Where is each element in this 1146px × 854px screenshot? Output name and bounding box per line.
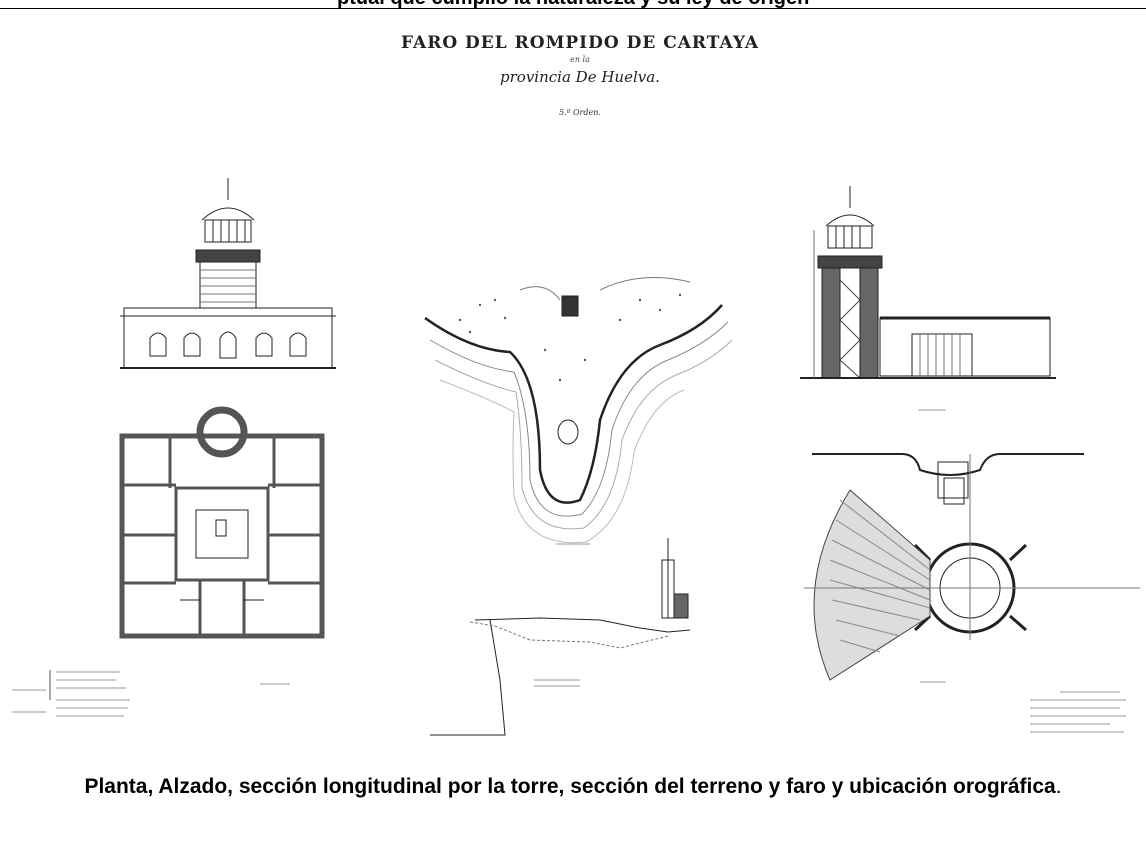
figure-caption: Planta, Alzado, sección longitudinal por… [40,771,1106,802]
plate-province: provincia De Huelva. [500,68,660,86]
cut-off-heading: ptual que cumplio la naturaleza y su ley… [337,0,809,10]
plate-title: FARO DEL ROMPIDO DE CARTAYA [400,33,760,53]
front-elevation-drawing [120,178,336,369]
plate-subtitle-en-la: en la [570,55,590,64]
top-rule: ptual que cumplio la naturaleza y su ley… [0,0,1146,9]
foundation-plan-drawing [804,453,1140,681]
longitudinal-section-drawing [800,186,1056,379]
caption-text: Planta, Alzado, sección longitudinal por… [84,775,1056,798]
legend-right [1030,691,1126,733]
terrain-section-drawing [430,538,691,736]
floor-plan-drawing [119,406,325,639]
plate-order: 5.º Orden. [559,108,601,117]
architectural-plate [12,178,1140,736]
caption-period: . [1055,775,1062,798]
legend-left [12,670,130,717]
orographic-map-drawing [424,277,733,544]
scale-marks [260,409,946,687]
